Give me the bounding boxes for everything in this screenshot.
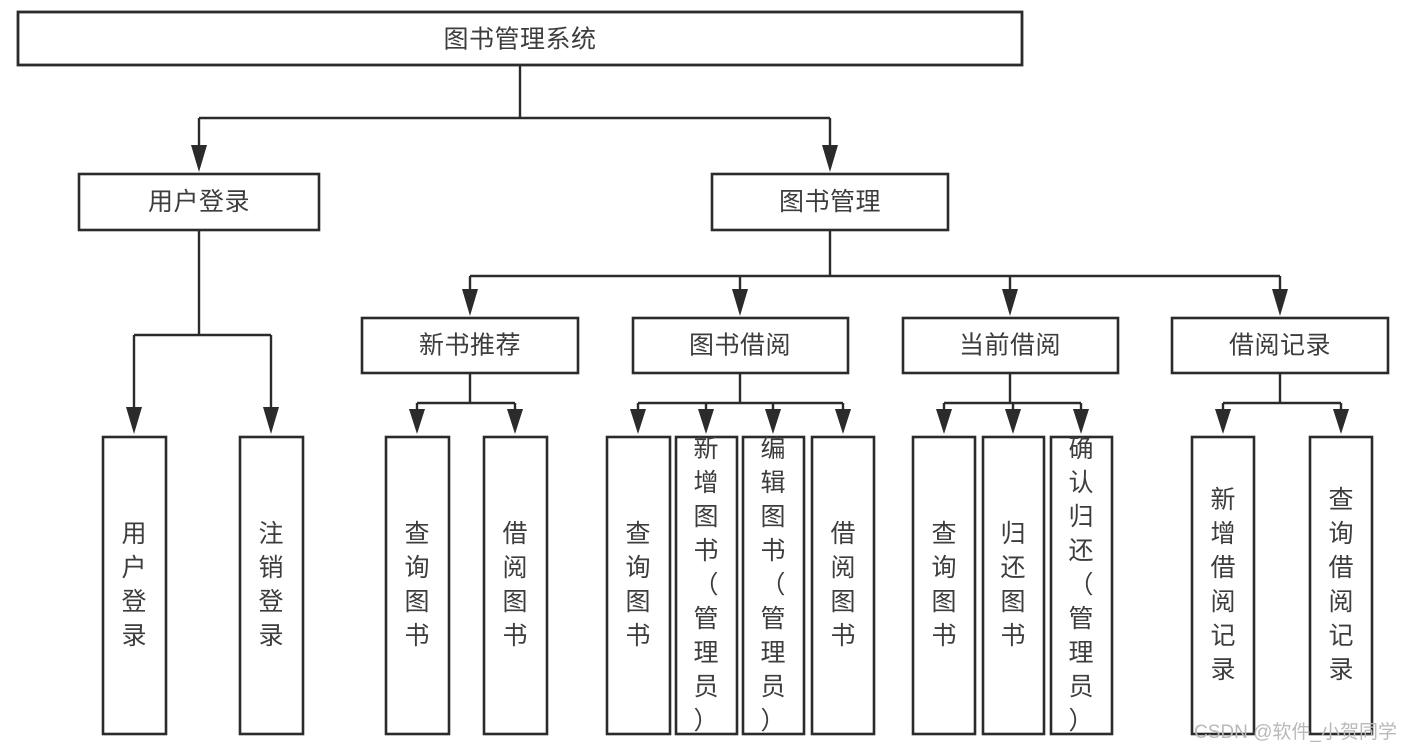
node-book-manage[interactable]: 图书管理 (710, 172, 950, 232)
node-book-borrow-label: 图书借阅 (689, 332, 791, 360)
node-borrow-record-label: 借阅记录 (1229, 332, 1331, 360)
node-leaf-user-logout[interactable]: 注销登录 (238, 435, 305, 736)
arrowhead-leaf-add-record (1215, 409, 1231, 434)
arrowhead-leaf-user-login (126, 407, 142, 434)
node-leaf-return-book[interactable]: 归还图书 (981, 435, 1046, 736)
node-root-label: 图书管理系统 (443, 26, 596, 54)
node-leaf-borrow-book-2-box[interactable] (810, 435, 876, 736)
arrowhead-leaf-confirm-return (1073, 409, 1089, 434)
node-leaf-query-record[interactable]: 查询借阅记录 (1308, 435, 1374, 736)
node-leaf-user-logout-label: 注销登录 (258, 520, 283, 650)
node-leaf-borrow-book-1-label: 借阅图书 (502, 520, 527, 650)
node-leaf-query-book-1[interactable]: 查询图书 (384, 435, 451, 736)
node-leaf-return-book-label: 归还图书 (1000, 520, 1025, 650)
node-book-borrow-box[interactable] (631, 316, 850, 375)
node-leaf-confirm-return-box[interactable] (1049, 435, 1114, 736)
node-leaf-query-book-1-label: 查询图书 (404, 520, 429, 650)
node-leaf-query-record-box[interactable] (1308, 435, 1374, 736)
node-leaf-edit-book-label: 编辑图书（管理员） (760, 435, 785, 735)
node-borrow-record[interactable]: 借阅记录 (1170, 316, 1390, 375)
node-leaf-query-book-2-label: 查询图书 (625, 520, 650, 650)
arrowhead-leaf-add-book (698, 409, 714, 434)
arrowhead-leaf-borrow-book-2 (835, 409, 851, 434)
node-borrow-record-box[interactable] (1170, 316, 1390, 375)
node-leaf-query-book-3-box[interactable] (911, 435, 977, 736)
node-leaf-borrow-book-2[interactable]: 借阅图书 (810, 435, 876, 736)
arrowhead-leaf-query-book-3 (936, 409, 952, 434)
node-book-manage-label: 图书管理 (779, 188, 881, 216)
node-leaf-confirm-return[interactable]: 确认归还（管理员） (1049, 435, 1114, 736)
arrowhead-new-book-recommend (462, 289, 478, 316)
node-leaf-add-record[interactable]: 新增借阅记录 (1190, 435, 1256, 736)
node-leaf-query-book-1-box[interactable] (384, 435, 451, 736)
node-current-borrow[interactable]: 当前借阅 (901, 316, 1120, 375)
node-leaf-edit-book[interactable]: 编辑图书（管理员） (741, 435, 806, 736)
node-new-book-recommend-label: 新书推荐 (419, 332, 521, 360)
node-book-manage-box[interactable] (710, 172, 950, 232)
node-leaf-borrow-book-1[interactable]: 借阅图书 (482, 435, 549, 736)
arrowhead-borrow-record (1272, 289, 1288, 316)
node-user-login-box[interactable] (77, 172, 321, 232)
arrowhead-book-borrow (732, 289, 748, 316)
node-root-box[interactable] (16, 10, 1024, 67)
node-user-login-label: 用户登录 (148, 188, 250, 216)
node-current-borrow-box[interactable] (901, 316, 1120, 375)
node-leaf-user-login-box[interactable] (101, 435, 168, 736)
node-leaf-edit-book-box[interactable] (741, 435, 806, 736)
arrowhead-leaf-return-book (1005, 409, 1021, 434)
node-user-login[interactable]: 用户登录 (77, 172, 321, 232)
node-leaf-confirm-return-label: 确认归还（管理员） (1068, 435, 1093, 735)
arrowhead-leaf-edit-book (765, 409, 781, 434)
node-leaf-user-login[interactable]: 用户登录 (101, 435, 168, 736)
arrowhead-user-login (191, 145, 207, 172)
node-book-borrow[interactable]: 图书借阅 (631, 316, 850, 375)
node-layer: 图书管理系统 用户登录 图书管理 新书推荐 图书借阅 当前 (16, 10, 1390, 736)
arrowhead-leaf-query-book-1 (409, 409, 425, 434)
node-new-book-recommend-box[interactable] (360, 316, 580, 375)
arrowhead-leaf-query-record (1333, 409, 1349, 434)
node-leaf-add-record-box[interactable] (1190, 435, 1256, 736)
node-current-borrow-label: 当前借阅 (959, 332, 1061, 360)
node-leaf-borrow-book-2-label: 借阅图书 (830, 520, 855, 650)
node-root[interactable]: 图书管理系统 (16, 10, 1024, 67)
node-leaf-user-logout-box[interactable] (238, 435, 305, 736)
node-leaf-user-login-label: 用户登录 (121, 520, 146, 650)
node-leaf-add-record-label: 新增借阅记录 (1210, 486, 1235, 684)
node-leaf-query-record-label: 查询借阅记录 (1328, 486, 1353, 684)
node-leaf-add-book[interactable]: 新增图书（管理员） (674, 435, 739, 736)
arrowhead-leaf-query-book-2 (630, 409, 646, 434)
arrowhead-leaf-user-logout (263, 407, 279, 434)
node-leaf-add-book-label: 新增图书（管理员） (693, 435, 718, 735)
node-leaf-query-book-3-label: 查询图书 (931, 520, 956, 650)
node-leaf-return-book-box[interactable] (981, 435, 1046, 736)
arrowhead-leaf-borrow-book-1 (507, 409, 523, 434)
connector-layer (126, 65, 1349, 434)
node-leaf-add-book-box[interactable] (674, 435, 739, 736)
arrowhead-book-manage (822, 145, 838, 172)
node-new-book-recommend[interactable]: 新书推荐 (360, 316, 580, 375)
node-leaf-query-book-3[interactable]: 查询图书 (911, 435, 977, 736)
node-leaf-borrow-book-1-box[interactable] (482, 435, 549, 736)
arrowhead-current-borrow (1002, 289, 1018, 316)
node-leaf-query-book-2[interactable]: 查询图书 (605, 435, 672, 736)
node-leaf-query-book-2-box[interactable] (605, 435, 672, 736)
